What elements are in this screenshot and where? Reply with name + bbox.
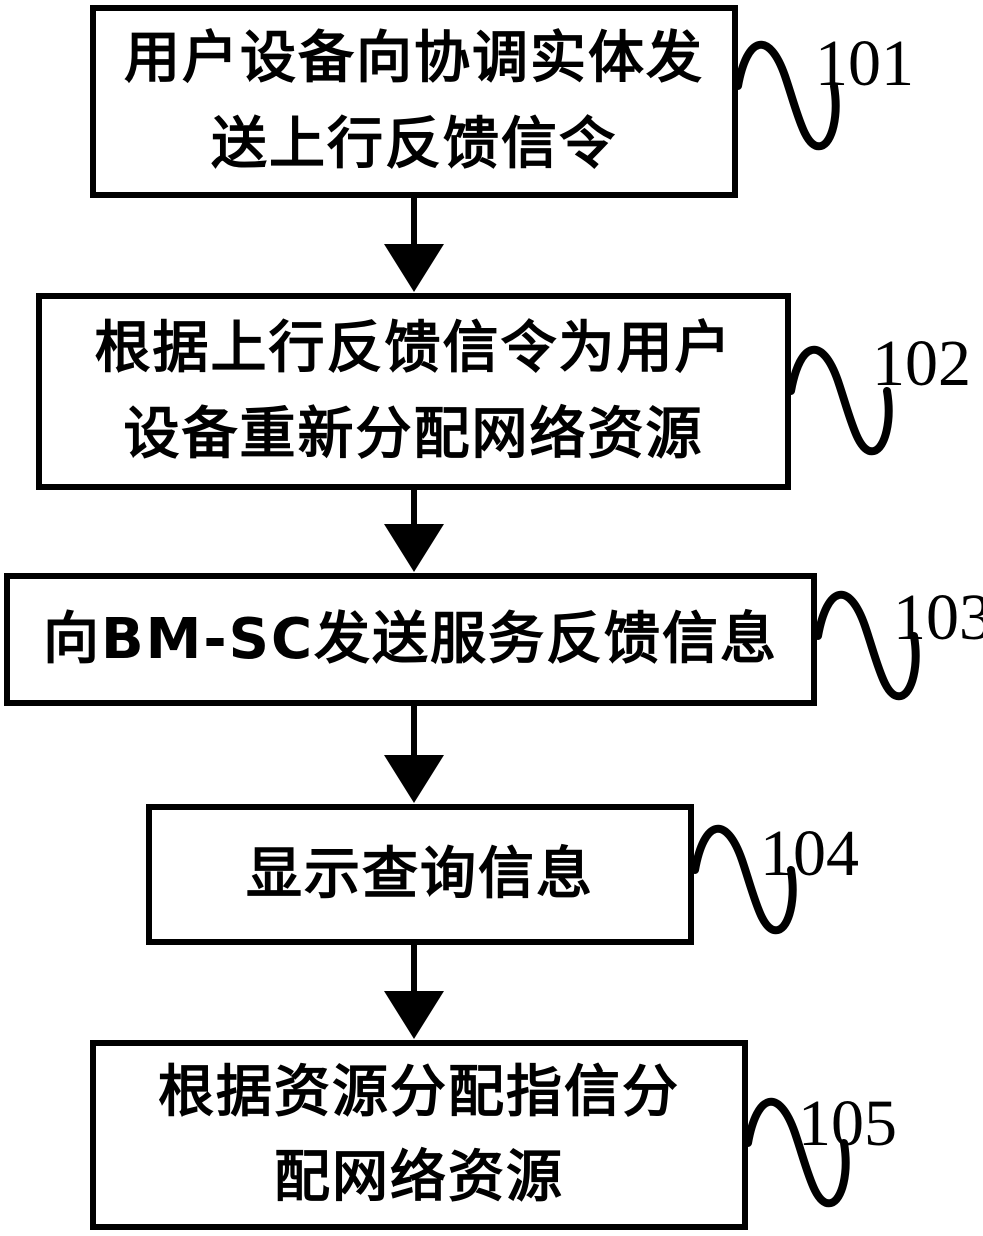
step-ref-label-103: 103 [893,580,983,656]
arrow-shaft [411,488,417,528]
arrow-shaft [411,198,417,248]
flow-step-box-103: 向BM-SC发送服务反馈信息 [4,573,817,706]
step-ref-label-102: 102 [872,326,971,402]
step-ref-label-104: 104 [760,816,859,892]
step-ref-label-105: 105 [798,1086,897,1162]
arrow-head [384,755,444,803]
down-arrow-icon [384,488,444,572]
arrow-shaft [411,943,417,995]
step-101-text-line-1: 用户设备向协调实体发 [124,16,704,101]
down-arrow-icon [384,943,444,1039]
flow-step-box-101: 用户设备向协调实体发 送上行反馈信令 [90,5,738,198]
arrow-head [384,244,444,292]
down-arrow-icon [384,198,444,292]
step-102-text-line-2: 设备重新分配网络资源 [124,392,704,477]
down-arrow-icon [384,704,444,803]
flow-step-box-102: 根据上行反馈信令为用户 设备重新分配网络资源 [36,293,791,490]
step-102-text-line-1: 根据上行反馈信令为用户 [95,306,733,391]
step-ref-label-101: 101 [815,26,914,102]
arrow-head [384,524,444,572]
step-105-text-line-1: 根据资源分配指信分 [158,1050,680,1135]
step-103-text-line-1: 向BM-SC发送服务反馈信息 [43,597,778,682]
arrow-head [384,991,444,1039]
step-105-text-line-2: 配网络资源 [274,1135,564,1220]
flow-step-box-104: 显示查询信息 [146,804,694,945]
step-104-text-line-1: 显示查询信息 [246,832,594,917]
step-101-text-line-2: 送上行反馈信令 [211,102,617,187]
arrow-shaft [411,704,417,759]
flow-step-box-105: 根据资源分配指信分 配网络资源 [90,1040,748,1230]
